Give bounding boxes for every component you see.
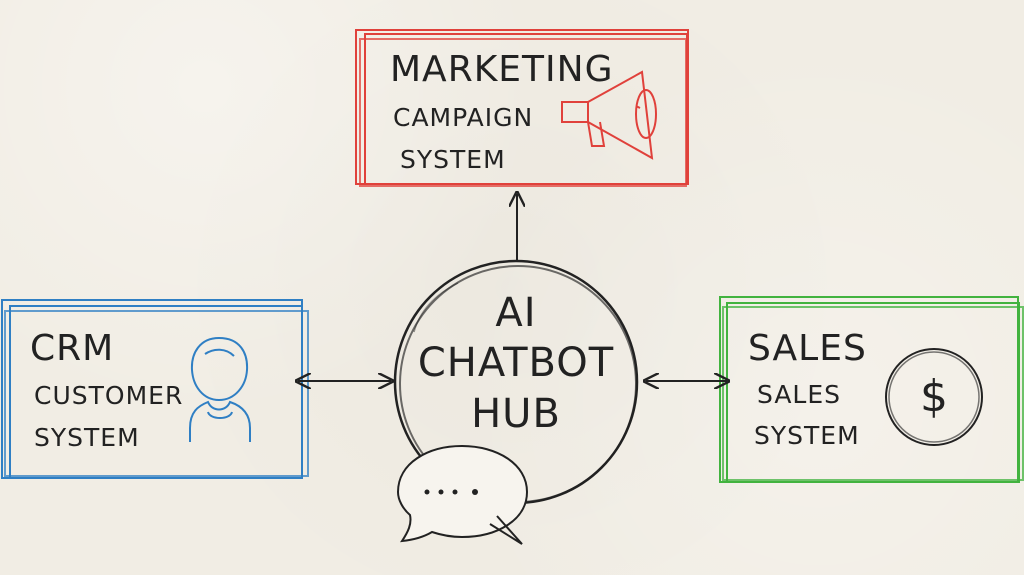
- marketing-box: MARKETING CAMPAIGN SYSTEM: [355, 29, 689, 187]
- megaphone-icon: [561, 70, 657, 160]
- marketing-subtitle-line2: SYSTEM: [400, 145, 506, 174]
- crm-box: CRM CUSTOMER SYSTEM: [1, 299, 309, 479]
- marketing-title: MARKETING: [390, 49, 614, 90]
- crm-title: CRM: [30, 328, 114, 369]
- hub-line-2: CHATBOT: [418, 340, 614, 386]
- sales-title: SALES: [748, 328, 867, 369]
- hub-line-1: AI: [495, 290, 536, 336]
- sales-subtitle-line2: SYSTEM: [754, 421, 860, 450]
- marketing-subtitle-line1: CAMPAIGN: [393, 103, 533, 132]
- sales-box: SALES SALES SYSTEM $: [719, 296, 1024, 483]
- dollar-icon: $: [885, 348, 983, 446]
- sales-subtitle-line1: SALES: [757, 380, 841, 409]
- hub-group: AI CHATBOT HUB: [393, 259, 639, 545]
- user-icon: [189, 336, 251, 442]
- speech-bubble: [396, 444, 529, 545]
- crm-subtitle-line1: CUSTOMER: [34, 381, 183, 410]
- hub-line-3: HUB: [471, 391, 561, 437]
- crm-subtitle-line2: SYSTEM: [34, 423, 140, 452]
- dollar-symbol: $: [920, 371, 948, 422]
